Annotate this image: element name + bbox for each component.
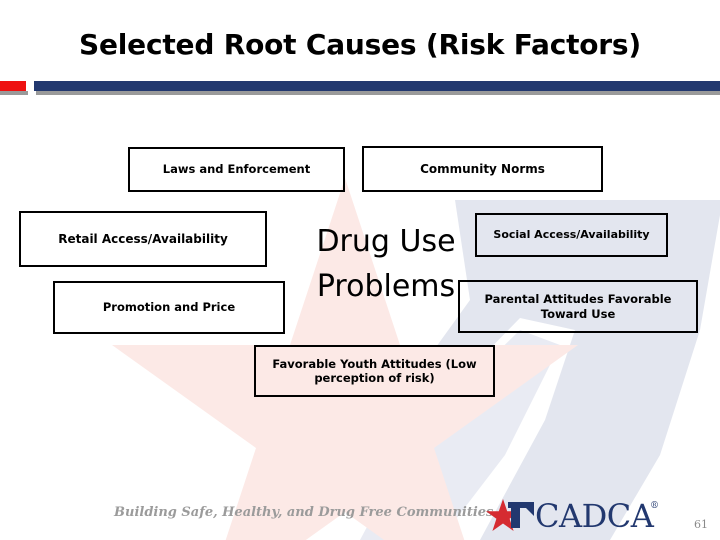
center-problem-label-line2: Problems: [316, 269, 456, 304]
logo-swoosh-tail-icon: [526, 502, 534, 516]
center-problem-label: Drug Use Problems: [296, 219, 476, 309]
page-number: 61: [694, 518, 708, 531]
risk-factor-box-laws-and-enforcement[interactable]: Laws and Enforcement: [128, 147, 345, 192]
risk-factor-box-retail-access-availability[interactable]: Retail Access/Availability: [19, 211, 267, 267]
risk-factor-box-promotion-and-price[interactable]: Promotion and Price: [53, 281, 285, 334]
center-problem-label-line1: Drug Use: [316, 224, 456, 259]
risk-factor-box-social-access-availability[interactable]: Social Access/Availability: [475, 213, 668, 257]
title-divider: [0, 81, 720, 95]
divider-blue-segment: [34, 81, 720, 91]
risk-factor-box-parental-attitudes-favorable-toward-use[interactable]: Parental Attitudes Favorable Toward Use: [458, 280, 698, 333]
divider-red-segment: [0, 81, 26, 91]
cadca-logo: CADCA ®: [486, 497, 659, 535]
logo-swoosh-icon: [508, 502, 534, 528]
risk-factor-box-favorable-youth-attitudes[interactable]: Favorable Youth Attitudes (Low perceptio…: [254, 345, 495, 397]
footer-tagline: Building Safe, Healthy, and Drug Free Co…: [114, 505, 494, 520]
page-title: Selected Root Causes (Risk Factors): [79, 28, 641, 61]
divider-blue-shadow: [36, 91, 720, 95]
logo-registered-mark: ®: [650, 501, 659, 511]
risk-factor-box-community-norms[interactable]: Community Norms: [362, 146, 603, 192]
logo-wordmark: CADCA: [535, 497, 655, 535]
logo-star-icon: [486, 499, 520, 531]
divider-red-shadow: [0, 91, 28, 95]
